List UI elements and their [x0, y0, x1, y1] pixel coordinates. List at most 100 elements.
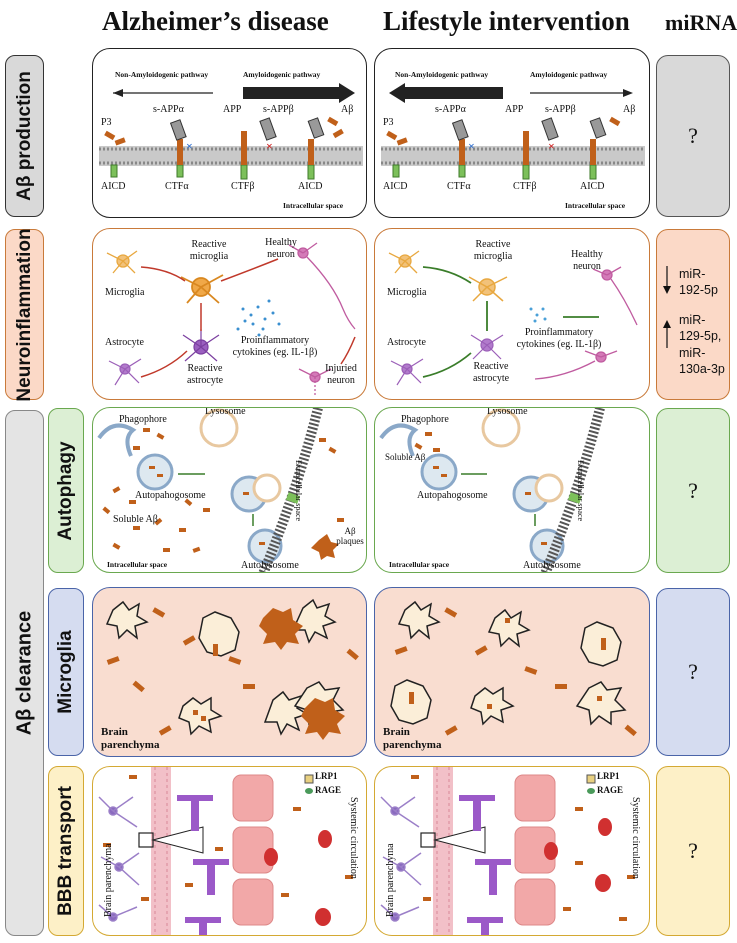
- reactive-astrocyte-cell: [470, 334, 504, 360]
- reactive-microglia-cell: [180, 274, 224, 304]
- non-amyloid-arrow: [403, 87, 503, 99]
- reactive-microglia-cell: [468, 276, 508, 302]
- astrocyte-network: [380, 796, 422, 922]
- column-title-lifestyle: Lifestyle intervention: [383, 6, 630, 36]
- astrocyte-cell: [390, 358, 424, 386]
- rage-icon: [587, 788, 595, 794]
- label-autolysosome: Autolysosome: [523, 560, 581, 571]
- cytokine-dots: [529, 307, 547, 323]
- rage-icon: [305, 788, 313, 794]
- row-label-abeta-production: Aβ production: [5, 55, 44, 217]
- label-astrocyte: Astrocyte: [105, 337, 144, 348]
- mirna-unknown: ?: [688, 838, 698, 863]
- zoom-box: [138, 832, 154, 848]
- label-aicd: AICD: [101, 181, 126, 192]
- cytokine-dots: [236, 299, 281, 337]
- healthy-neuron-cell: [288, 242, 356, 330]
- label-ctfb: CTFβ: [513, 181, 537, 192]
- panel-production-ad: × × Non-Amyloidogenic pathway Amyloidoge…: [92, 48, 367, 218]
- row-label-microglia: Microglia: [48, 588, 84, 756]
- svg-text:×: ×: [266, 139, 273, 153]
- label-amyloid: Amyloidogenic pathway: [243, 70, 321, 79]
- endfeet: [177, 795, 229, 935]
- abeta-fragments: [103, 775, 353, 901]
- mirna-unknown: ?: [688, 659, 698, 684]
- row-label-neuroinflammation: Neuroinflammation: [5, 228, 44, 401]
- label-abeta: Aβ: [341, 104, 354, 115]
- red-blood-cells: [264, 830, 332, 926]
- cell-membrane: [258, 408, 323, 572]
- microglia-cell: [388, 250, 420, 274]
- label-cytokines: Proinflammatory cytokines (eg. IL-1β): [232, 335, 318, 358]
- label-rage: RAGE: [315, 785, 342, 795]
- row-label-abeta-clearance: Aβ clearance: [5, 410, 44, 936]
- abeta-plaque: [311, 534, 339, 560]
- healthy-neuron-cell: [534, 266, 638, 380]
- label-brain-parenchyma: Brain parenchyma: [385, 843, 396, 917]
- lrp1-icon: [586, 774, 596, 784]
- mirna-box-bbb: ?: [656, 766, 730, 936]
- membrane: [381, 146, 645, 166]
- lysosome-shape: [199, 408, 239, 448]
- label-sappb: s-APPβ: [545, 104, 576, 115]
- row-label-text: Aβ clearance: [13, 610, 35, 736]
- mirna-box-microglia: ?: [656, 588, 730, 756]
- amyloid-arrow: [243, 87, 343, 99]
- svg-text:×: ×: [468, 139, 475, 153]
- mirna-arrows: [663, 266, 671, 348]
- mirna-box-autophagy: ?: [656, 408, 730, 573]
- panel-microglia-ad: Brain parenchyma: [92, 587, 367, 757]
- phagophore-shape: [97, 423, 137, 457]
- label-autophagosome: Autopahogosome: [135, 490, 206, 501]
- microglia-cell: [106, 250, 138, 274]
- mirna-neuro-down: miR-192-5p: [679, 267, 718, 298]
- label-p3: P3: [101, 117, 112, 128]
- label-app: APP: [505, 104, 524, 115]
- label-reactive-astrocyte: Reactive astrocyte: [472, 361, 510, 384]
- microglia-diagram-ad: [105, 598, 359, 740]
- label-non-amyloid: Non-Amyloidogenic pathway: [115, 70, 209, 79]
- abeta-fragments: [411, 775, 635, 921]
- endothelial-cells: [514, 774, 556, 926]
- mirna-unknown: ?: [688, 477, 698, 503]
- label-intracellular: Intracellular space: [107, 560, 168, 569]
- label-systemic: Systemic circulation: [348, 797, 359, 879]
- label-phagophore: Phagophore: [119, 414, 167, 425]
- label-parenchyma: Brain parenchyma: [383, 726, 442, 751]
- astrocyte-cell: [108, 358, 142, 386]
- panel-production-lifestyle: × × Non-Amyloidogenic pathway Amyloidoge…: [374, 48, 650, 218]
- label-plaques: Aβ plaques: [336, 526, 364, 547]
- production-diagram-lifestyle: × ×: [381, 83, 645, 180]
- label-extracellular: Extracellular space: [576, 460, 585, 522]
- label-p3: P3: [383, 117, 394, 128]
- bbb-diagram-ad: [98, 767, 353, 935]
- label-app: APP: [223, 104, 242, 115]
- production-diagram-ad: × ×: [99, 83, 363, 180]
- red-blood-cells: [544, 818, 612, 892]
- label-astrocyte: Astrocyte: [387, 337, 426, 348]
- label-cytokines: Proinflammatory cytokines (eg. IL-1β): [516, 327, 602, 350]
- panel-neuro-ad: Microglia Reactive microglia Astrocyte R…: [92, 228, 367, 400]
- column-title-mirna: miRNA: [665, 10, 737, 35]
- label-lysosome: Lysosome: [205, 407, 246, 417]
- phagophore-shape: [379, 423, 419, 457]
- label-intracellular: Intracellular space: [389, 560, 450, 569]
- label-reactive-astrocyte: Reactive astrocyte: [186, 363, 224, 386]
- microglia-diagram-lifestyle: [390, 600, 637, 737]
- neuro-diagram-ad: [106, 242, 356, 395]
- panel-bbb-ad: LRP1 RAGE Brain parenchyma Systemic circ…: [92, 766, 367, 936]
- label-healthy-neuron: Healthy neuron: [265, 237, 297, 260]
- label-healthy-neuron: Healthy neuron: [571, 249, 603, 272]
- label-intracellular: Intracellular space: [565, 201, 626, 210]
- astrocyte-network: [98, 796, 140, 922]
- label-aicd: AICD: [383, 181, 408, 192]
- row-label-text: Aβ production: [13, 71, 35, 201]
- row-label-bbb: BBB transport: [48, 766, 84, 936]
- label-soluble-abeta: Soluble Aβ: [385, 452, 426, 462]
- lrp1-icon: [304, 774, 314, 784]
- endothelial-cells: [232, 774, 274, 926]
- mirna-box-production: ?: [656, 55, 730, 217]
- vessel-wall: [151, 767, 171, 935]
- bbb-diagram-lifestyle: [380, 767, 635, 935]
- column-title-alzheimers: Alzheimer’s disease: [102, 6, 329, 36]
